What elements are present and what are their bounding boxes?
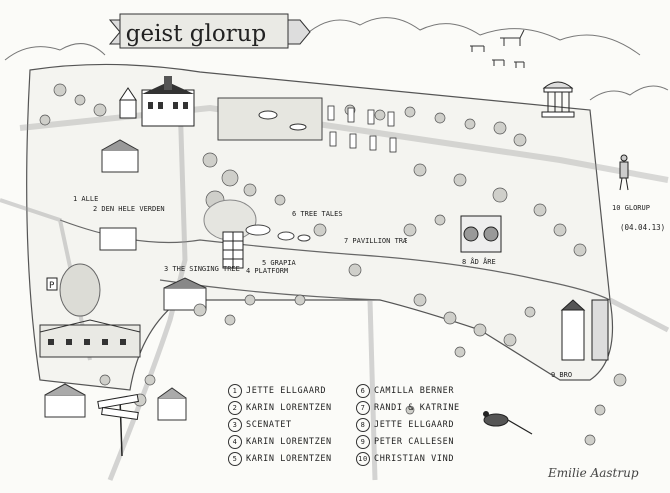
trees: [39, 83, 627, 446]
location-label-3: 3 THE SINGING TREE: [164, 265, 240, 273]
legend-item-6: 6 CAMILLA BERNER: [356, 384, 460, 401]
legend-item-1: 1 JETTE ELLGAARD: [228, 384, 332, 401]
date-note: (04.04.13): [620, 223, 665, 232]
hills-top: [299, 17, 641, 56]
grapia-oval-1: [245, 224, 271, 236]
map-title: geist glorup: [126, 21, 267, 47]
deer: [470, 29, 525, 68]
road-main: [59, 219, 611, 301]
legend-item-10: 10 CHRISTIAN VIND: [356, 452, 460, 469]
legend-number: 1: [228, 384, 242, 398]
artist-signature: Emilie Aastrup: [548, 466, 639, 480]
location-label-7: 7 PAVILLION TRÆ: [344, 237, 408, 245]
signpost: [97, 393, 139, 457]
platform-structure: [222, 231, 244, 269]
legend-item-2: 2 KARIN LORENTZEN: [228, 401, 332, 418]
swan: [258, 110, 278, 120]
location-label-6: 6 TREE TALES: [292, 210, 343, 218]
hills-left: [4, 43, 106, 61]
legend-number: 2: [228, 401, 242, 415]
location-label-4: 4 PLATFORM: [246, 267, 288, 275]
temple-rotunda: [541, 81, 575, 118]
bridge-tower: [560, 299, 609, 361]
road-right-lower: [367, 299, 378, 481]
hiker: [619, 154, 629, 191]
legend-number: 3: [228, 418, 242, 432]
legend-item-9: 9 PETER CALLESEN: [356, 435, 460, 452]
parking-sign: [46, 277, 58, 291]
road-diagonal: [608, 297, 670, 333]
location-label-8: 8 ÅD ÅRE: [462, 257, 496, 266]
legend-item-3: 3 SCENATET: [228, 418, 332, 435]
church: [119, 87, 137, 119]
legend-item-5: 5 KARIN LORENTZEN: [228, 452, 332, 469]
hills-right: [589, 85, 669, 101]
legend-artist-name: CAMILLA BERNER: [374, 386, 455, 396]
legend-number: 6: [356, 384, 370, 398]
legend-item-4: 4 KARIN LORENTZEN: [228, 435, 332, 452]
speaker-installation: [460, 215, 502, 253]
lawn-left: [59, 263, 101, 317]
castle: [141, 76, 195, 127]
location-label-10: 10 GLORUP: [612, 204, 650, 212]
legend-number: 9: [356, 435, 370, 449]
location-label-5: 5 GRAPIA: [262, 259, 297, 267]
grapia-oval-2: [277, 231, 295, 241]
legend-number: 4: [228, 435, 242, 449]
parking-label: P: [49, 281, 55, 291]
legend-artist-name: KARIN LORENTZEN: [246, 403, 332, 413]
farm-buildings: [39, 139, 207, 421]
legend-artist-name: JETTE ELLGAARD: [374, 420, 455, 430]
legend-artist-name: CHRISTIAN VIND: [374, 454, 455, 464]
legend-column-right: 6 CAMILLA BERNER 7 RANDI & KATRINE 8 JETTE EL…: [356, 384, 460, 469]
location-label-9: 9 BRO: [551, 371, 572, 379]
title-banner: [108, 13, 311, 49]
legend-artist-name: JETTE ELLGAARD: [246, 386, 327, 396]
legend-number: 10: [356, 452, 370, 466]
location-label-2: 2 DEN HELE VERDEN: [93, 205, 165, 213]
grapia-oval-3: [297, 234, 311, 242]
legend-item-8: 8 JETTE ELLGAARD: [356, 418, 460, 435]
legend-number: 7: [356, 401, 370, 415]
swimmer: [289, 123, 307, 131]
legend-artist-name: SCENATET: [246, 420, 292, 430]
sculpture-columns: [327, 105, 397, 153]
legend-item-7: 7 RANDI & KATRINE: [356, 401, 460, 418]
legend-artist-name: PETER CALLESEN: [374, 437, 455, 447]
legend-artist-name: KARIN LORENTZEN: [246, 454, 332, 464]
map-labels: 1 ALLE 2 DEN HELE VERDEN 3 THE SINGING TRE…: [73, 195, 650, 379]
legend-number: 5: [228, 452, 242, 466]
legend-artist-name: KARIN LORENTZEN: [246, 437, 332, 447]
legend-artist-name: RANDI & KATRINE: [374, 403, 460, 413]
location-label-1: 1 ALLE: [73, 195, 98, 203]
legend-number: 8: [356, 418, 370, 432]
pheasant: [483, 411, 533, 435]
road-top: [19, 104, 669, 183]
